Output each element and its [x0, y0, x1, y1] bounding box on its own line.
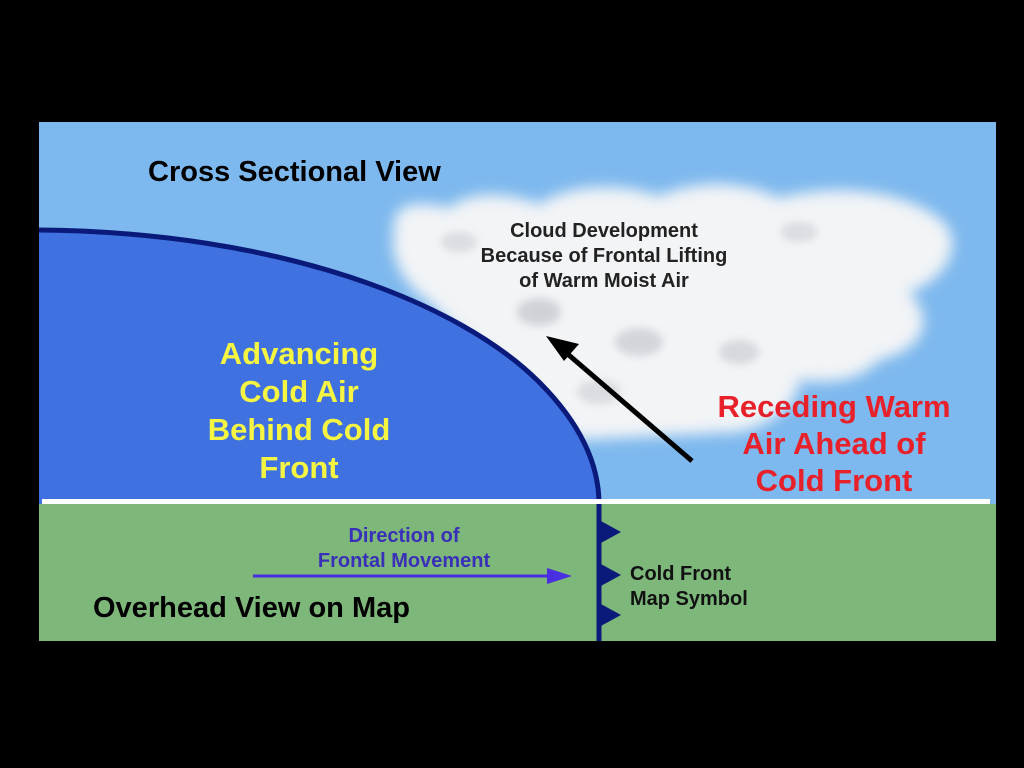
horizon-divider [42, 499, 990, 504]
cold-front-triangle-icon [596, 504, 621, 641]
direction-label: Direction of Frontal Movement [317, 525, 491, 572]
diagram-graphics [39, 122, 996, 641]
cross-section-title: Cross Sectional View [148, 156, 441, 188]
cold-air-mass [39, 230, 599, 504]
arrow-right-icon [253, 568, 572, 584]
arrow-up-left-icon [546, 336, 694, 463]
cold-front-boundary [39, 227, 602, 505]
map-symbol-label: Cold Front Map Symbol [630, 563, 748, 610]
warm-air-label: Receding Warm Air Ahead of Cold Front [717, 389, 951, 498]
cold-front-diagram: Cross Sectional View Cloud Development B… [39, 122, 996, 641]
cold-air-label: Advancing Cold Air Behind Cold Front [207, 336, 391, 485]
overhead-view-title: Overhead View on Map [93, 592, 410, 624]
cloud-development-label: Cloud Development Because of Frontal Lif… [480, 220, 728, 292]
map-region [39, 504, 996, 641]
